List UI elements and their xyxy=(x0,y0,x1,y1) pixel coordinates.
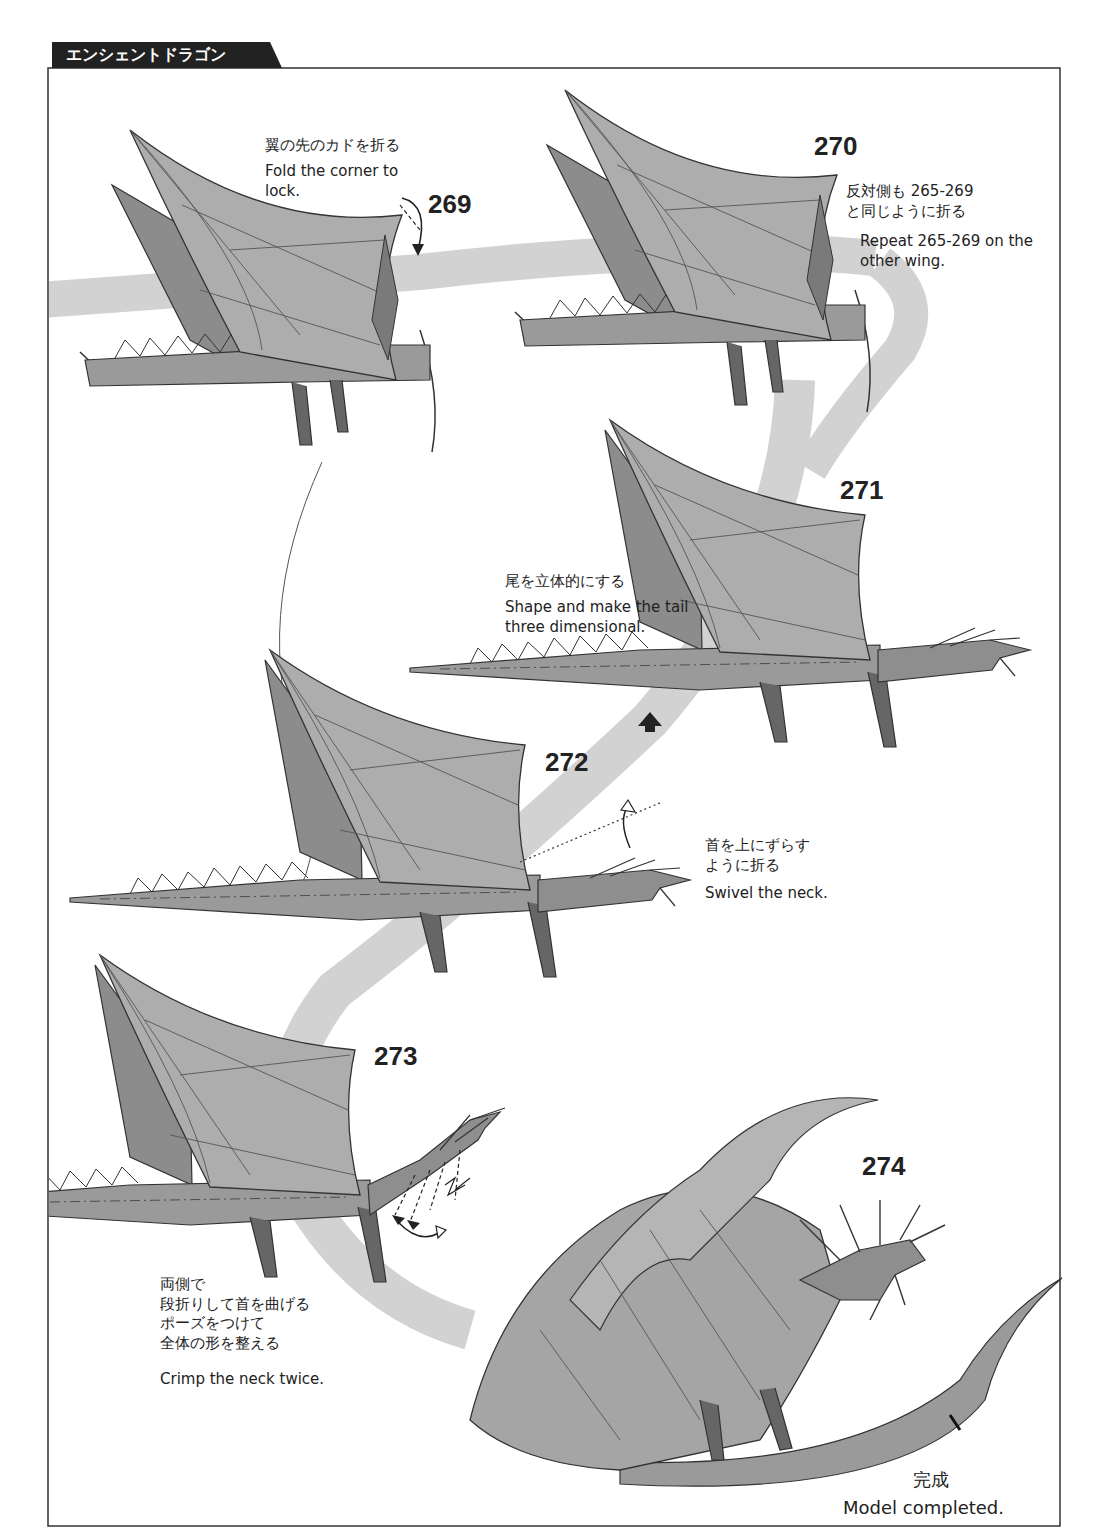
completed-en: Model completed. xyxy=(843,1496,1004,1519)
completed-ja: 完成 xyxy=(913,1468,949,1491)
instruction-en: Fold the corner to lock. xyxy=(265,162,430,201)
step-number: 272 xyxy=(545,746,588,780)
step-number: 270 xyxy=(814,130,857,164)
instruction-ja: 反対側も 265-269 と同じように折る xyxy=(846,182,1006,221)
instruction-en: Crimp the neck twice. xyxy=(160,1370,370,1390)
instruction-ja: 両側で 段折りして首を曲げる ポーズをつけて 全体の形を整える xyxy=(160,1275,330,1353)
instruction-ja: 首を上にずらす ように折る xyxy=(705,836,835,875)
step-number: 269 xyxy=(428,188,471,222)
instruction-en: Repeat 265-269 on the other wing. xyxy=(860,232,1035,271)
instruction-en: Swivel the neck. xyxy=(705,884,885,904)
instruction-en: Shape and make the tail three dimensiona… xyxy=(505,598,720,637)
title-tab-text: エンシェントドラゴン xyxy=(66,45,226,66)
instruction-ja: 翼の先のカドを折る xyxy=(265,136,415,156)
step-number: 271 xyxy=(840,474,883,508)
instruction-ja: 尾を立体的にする xyxy=(505,572,665,592)
step-number: 273 xyxy=(374,1040,417,1074)
step-number: 274 xyxy=(862,1150,905,1184)
